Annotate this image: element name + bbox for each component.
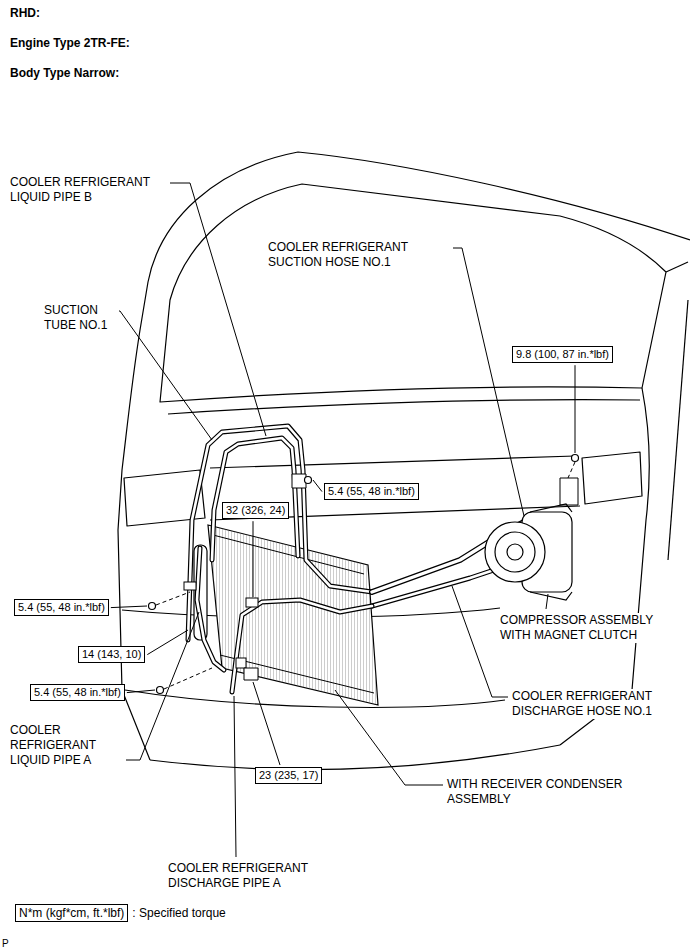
torque-box: 32 (326, 24) — [222, 502, 289, 519]
torque-leaders — [111, 365, 575, 765]
tube-bracket — [292, 474, 306, 488]
cowl-line — [168, 400, 640, 414]
suction-tube-core — [188, 426, 372, 640]
condenser-core — [208, 525, 378, 705]
legend-unit-box: N*m (kgf*cm, ft.*lbf) — [15, 904, 128, 922]
torque-value: 9.8 (100, 87 in.*lbf) — [516, 348, 609, 361]
part-name: COOLER REFRIGERANT DISCHARGE HOSE NO.1 — [512, 689, 677, 719]
part-name: COOLER REFRIGERANT LIQUID PIPE B — [10, 175, 170, 205]
bolt-guide — [164, 668, 212, 689]
part-name: COOLER REFRIGERANT SUCTION HOSE NO.1 — [268, 240, 453, 270]
fittings — [184, 474, 578, 680]
bolt-guide — [568, 462, 575, 478]
torque-leader — [253, 682, 280, 765]
figure-code: P — [2, 938, 9, 950]
right-pillar — [666, 262, 688, 272]
leader-line — [156, 183, 266, 436]
legend-entry: : Specified torque — [132, 906, 225, 921]
part-name: COOLER REFRIGERANT LIQUID PIPE A — [10, 723, 122, 768]
bolt — [149, 603, 156, 610]
torque-box: 5.4 (55, 48 in.*lbf) — [30, 684, 125, 701]
pipe-fitting — [184, 582, 196, 590]
discharge-pipe-a-core — [232, 600, 372, 692]
discharge-hose-core — [372, 568, 500, 606]
torque-value: 32 (326, 24) — [226, 504, 285, 517]
condenser-bracket — [244, 668, 258, 680]
torque-leader — [313, 480, 322, 492]
header-note: Engine Type 2TR-FE: — [10, 36, 130, 51]
liquid-pipe-a — [197, 548, 224, 670]
bolts — [149, 455, 579, 694]
torque-box: 9.8 (100, 87 in.*lbf) — [512, 346, 613, 363]
bolt — [572, 455, 579, 462]
compressor — [485, 504, 572, 600]
part-name: SUCTION TUBE NO.1 — [44, 303, 119, 333]
clutch-pulley — [495, 532, 535, 572]
part-name: COOLER REFRIGERANT DISCHARGE PIPE A — [168, 861, 358, 891]
bolt-guide — [156, 592, 190, 605]
clutch-hub — [507, 544, 523, 560]
door-line — [668, 300, 688, 560]
torque-box: 5.4 (55, 48 in.*lbf) — [14, 599, 109, 616]
torque-leader — [253, 521, 254, 597]
torque-leader — [147, 630, 188, 655]
torque-value: N*m (kgf*cm, ft.*lbf) — [19, 906, 124, 920]
bolt — [305, 477, 312, 484]
header-note: Body Type Narrow: — [10, 66, 119, 81]
part-name: COMPRESSOR ASSEMBLY WITH MAGNET CLUTCH — [500, 613, 675, 643]
windshield — [160, 184, 666, 402]
left-front-edge — [118, 470, 150, 760]
left-pillar — [122, 282, 148, 470]
condenser-frame — [213, 535, 374, 693]
suction-tube — [188, 426, 372, 640]
pipe-fitting — [236, 658, 246, 668]
torque-leader — [575, 365, 576, 453]
liquid-pipe-b — [212, 438, 298, 560]
torque-leader — [127, 690, 155, 693]
torque-value: 14 (143, 10) — [82, 648, 141, 661]
torque-value: 5.4 (55, 48 in.*lbf) — [328, 485, 415, 498]
bolt-guides — [156, 462, 575, 689]
torque-leader — [111, 606, 147, 608]
leader-line — [126, 612, 199, 760]
torque-box: 23 (235, 17) — [255, 767, 322, 784]
part-name: WITH RECEIVER CONDENSER ASSEMBLY — [447, 777, 632, 807]
bumper-middle — [125, 690, 505, 707]
liquid-pipe-a-core — [197, 548, 224, 670]
roof-line — [148, 152, 690, 282]
leader-line — [234, 696, 236, 857]
torque-box: 14 (143, 10) — [78, 646, 145, 663]
right-headlamp — [582, 452, 642, 504]
bolt — [157, 687, 164, 694]
torque-box: 5.4 (55, 48 in.*lbf) — [324, 483, 419, 500]
header-note: RHD: — [10, 6, 40, 21]
hose-bracket — [560, 478, 578, 505]
condenser — [194, 525, 378, 705]
discharge-hose — [372, 568, 500, 606]
torque-value: 5.4 (55, 48 in.*lbf) — [18, 601, 105, 614]
liquid-pipe-b-core — [212, 438, 298, 560]
condenser-fins — [208, 525, 378, 705]
bumper-bottom — [150, 745, 560, 769]
magnet-clutch — [485, 522, 545, 582]
pipe-fitting — [246, 598, 258, 607]
torque-value: 5.4 (55, 48 in.*lbf) — [34, 686, 121, 699]
part-leaders — [104, 183, 548, 857]
refrigerant-lines — [188, 426, 528, 692]
leader-line — [414, 248, 524, 516]
leader-line — [335, 690, 443, 785]
van-body — [118, 152, 690, 769]
discharge-pipe-a — [232, 600, 372, 692]
grille-top — [210, 456, 575, 468]
leader-line — [546, 594, 548, 609]
leader-line — [104, 311, 212, 440]
torque-value: 23 (235, 17) — [259, 769, 318, 782]
legend-text: : Specified torque — [132, 906, 225, 920]
